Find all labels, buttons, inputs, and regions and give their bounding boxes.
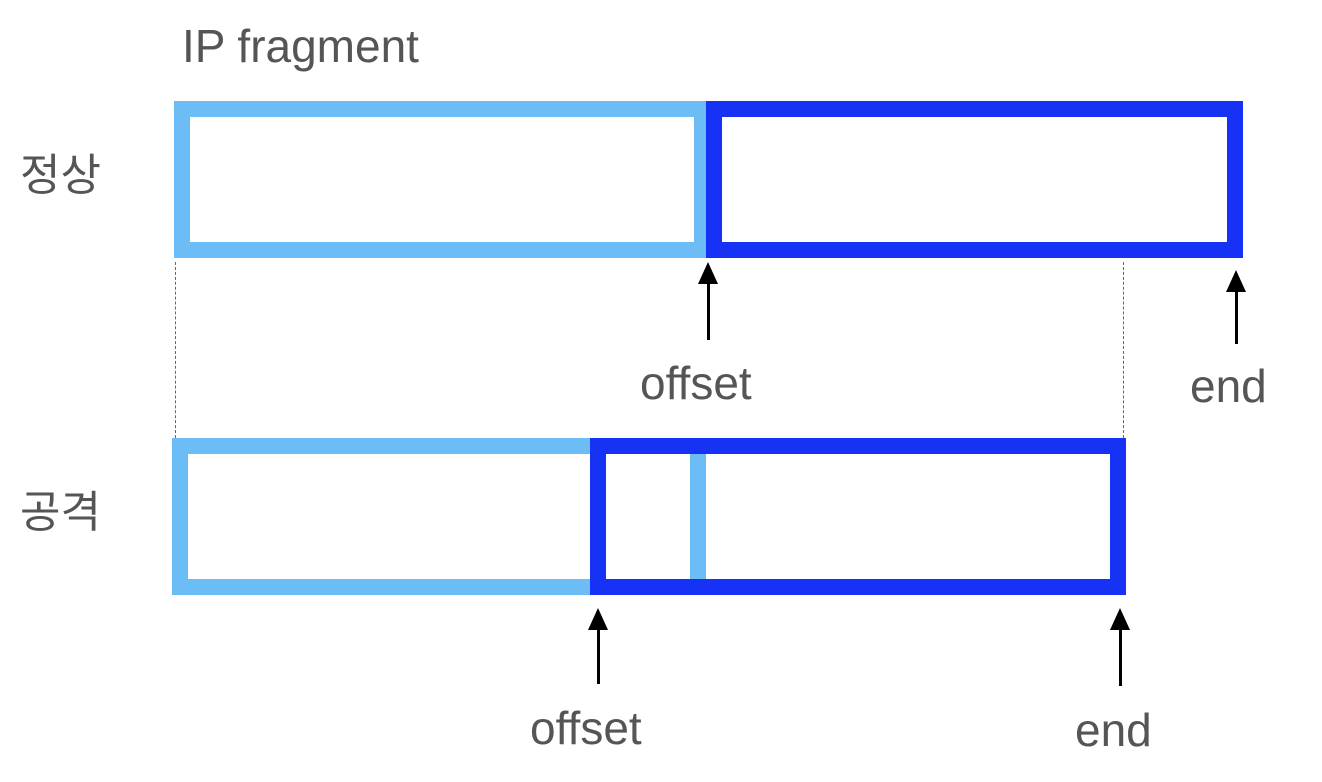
attack-end-label: end [1075, 704, 1152, 756]
attack-second-fragment [590, 438, 1126, 595]
arrow-shaft [706, 282, 710, 340]
row-label-attack: 공격 [20, 487, 101, 538]
start-guide-line [175, 262, 176, 438]
normal-end-arrow-up-icon [1226, 270, 1246, 344]
arrow-shaft [1118, 628, 1122, 686]
attack-offset-arrow-up-icon [588, 608, 608, 684]
normal-end-label: end [1190, 360, 1267, 412]
diagram-title: IP fragment [182, 20, 419, 72]
attack-first-fragment [172, 438, 706, 595]
attack-offset-label: offset [530, 702, 642, 754]
attack-end-arrow-up-icon [1110, 608, 1130, 686]
arrow-head [698, 262, 718, 284]
arrow-head [1226, 270, 1246, 292]
arrow-shaft [1234, 290, 1238, 344]
arrow-shaft [596, 628, 600, 684]
normal-offset-label: offset [640, 357, 752, 409]
row-label-normal: 정상 [20, 150, 101, 201]
normal-offset-arrow-up-icon [698, 262, 718, 340]
arrow-head [1110, 608, 1130, 630]
normal-second-fragment [706, 101, 1243, 258]
normal-first-fragment [174, 101, 710, 258]
end-guide-line [1123, 262, 1124, 438]
arrow-head [588, 608, 608, 630]
